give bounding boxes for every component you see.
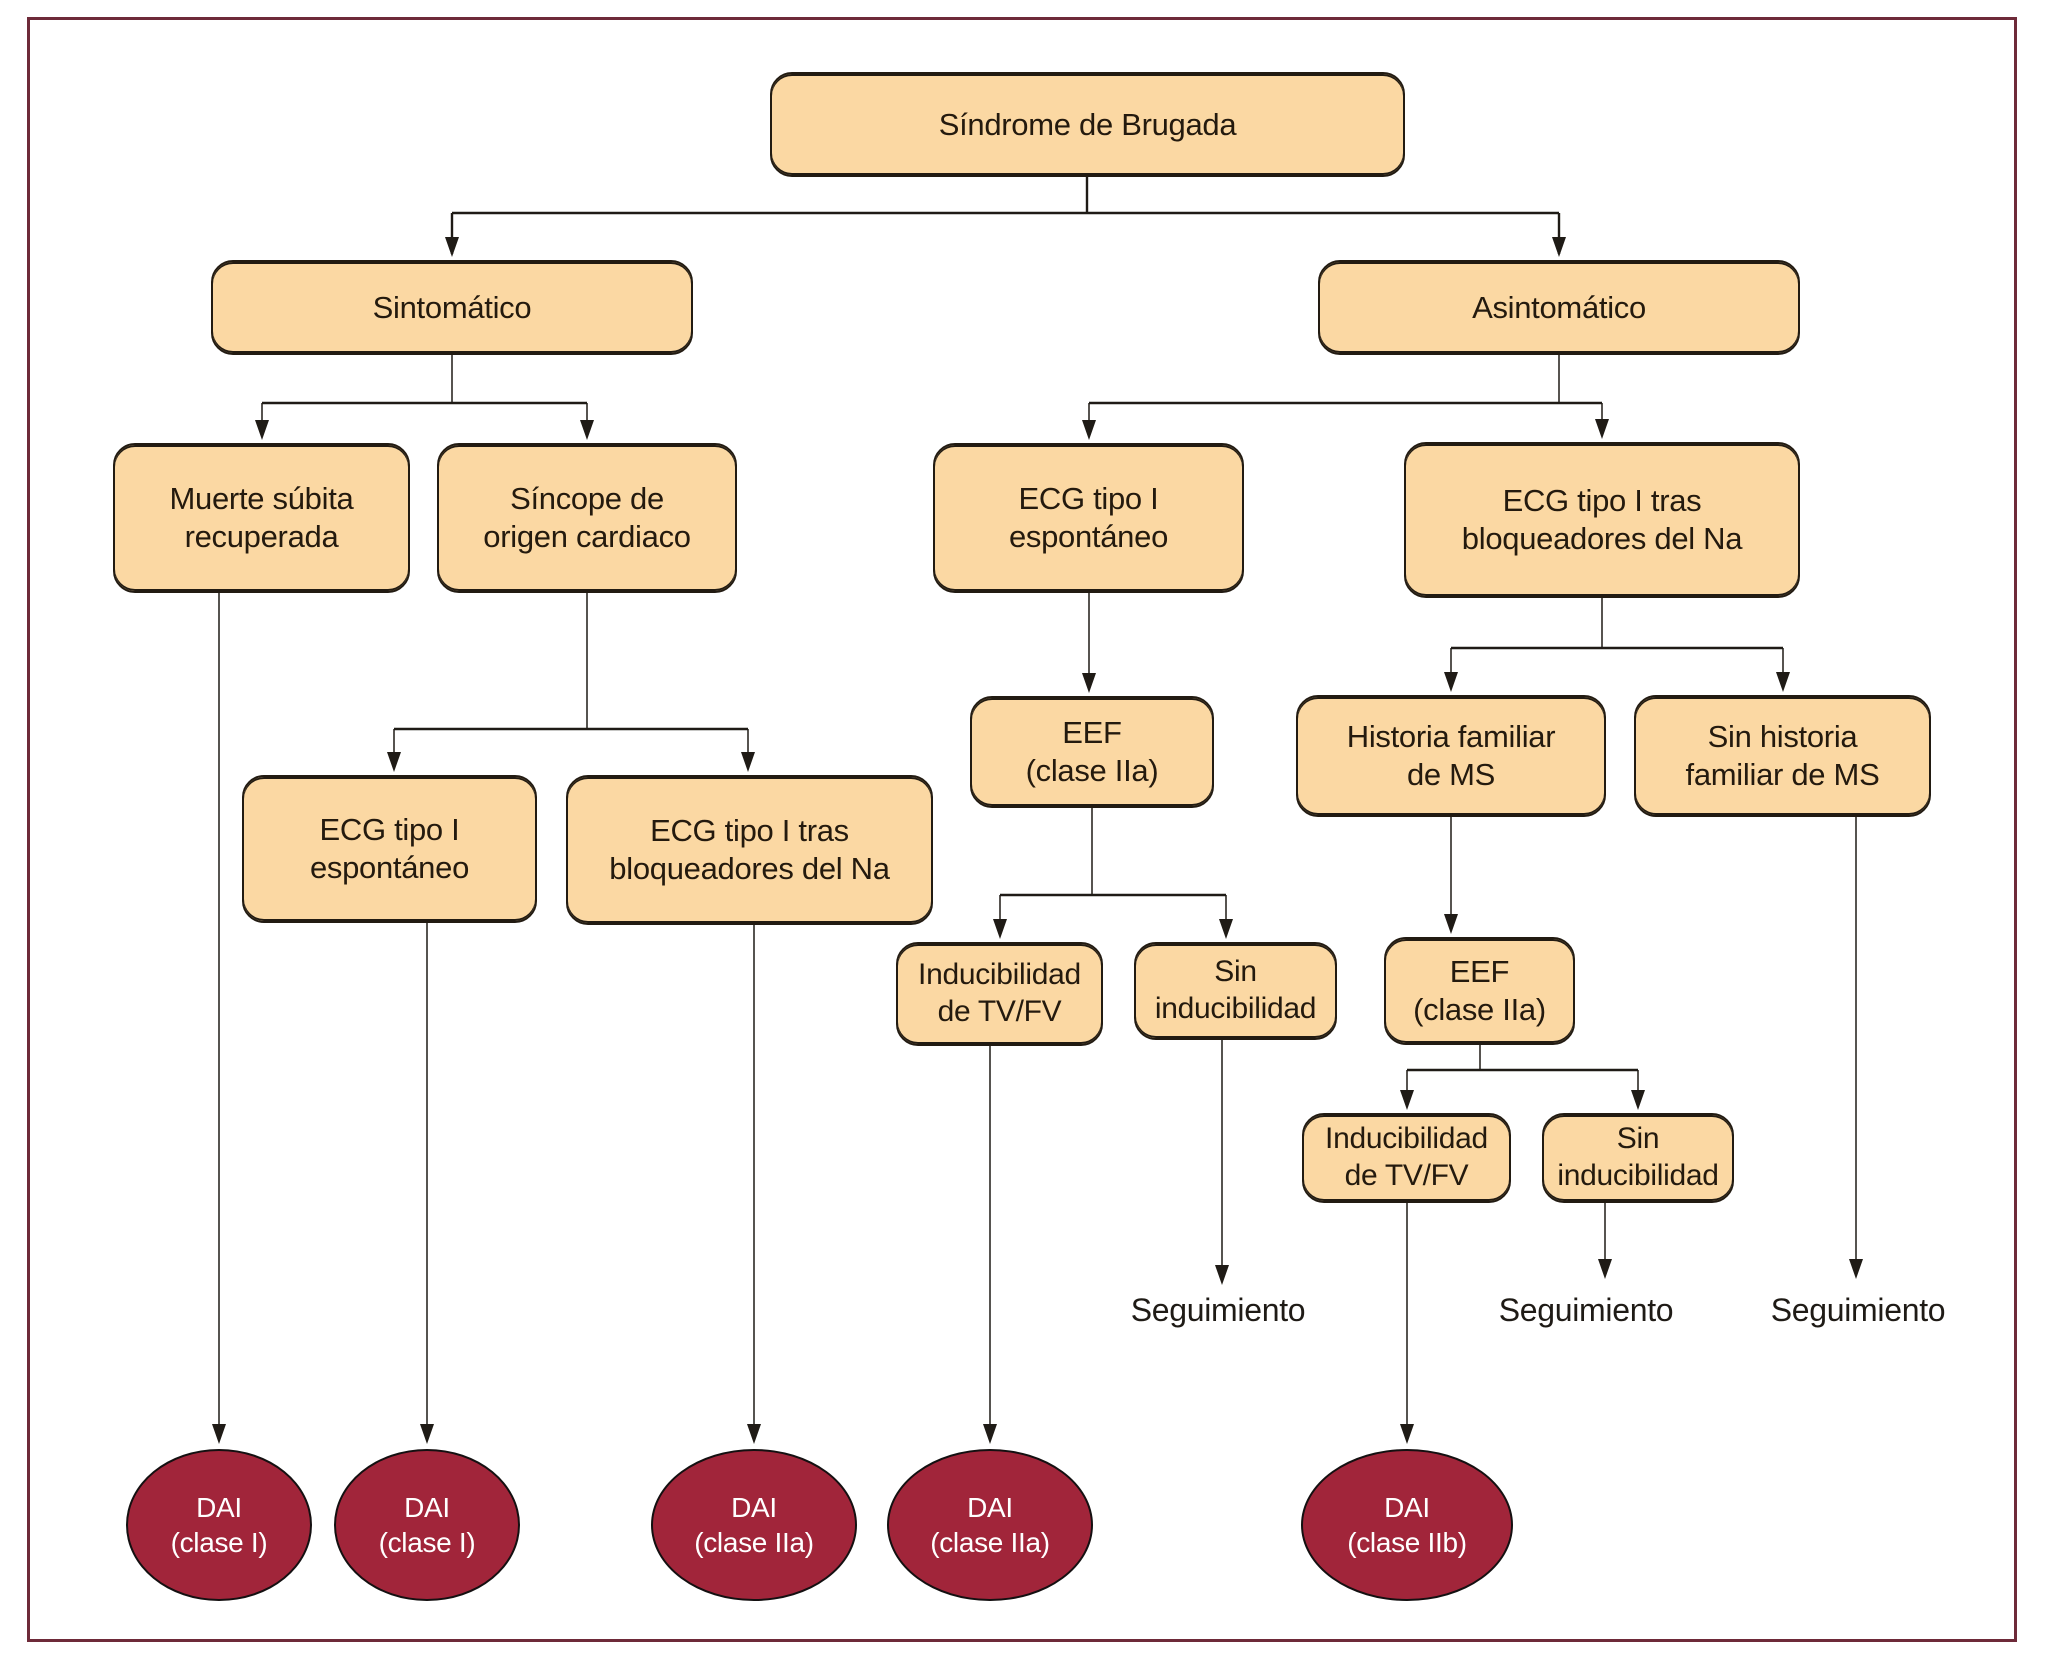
outcome-label: DAI (clase I) <box>378 1492 476 1558</box>
outcome-dai-clase2b: DAI (clase IIb) <box>1301 1449 1513 1601</box>
outcome-dai-clase2a-a: DAI (clase IIa) <box>651 1449 857 1601</box>
outcome-dai-clase1-b: DAI (clase I) <box>334 1449 520 1601</box>
node-asintomatico: Asintomático <box>1318 260 1800 355</box>
node-label: Síncope de origen cardiaco <box>483 481 691 554</box>
outcome-label: DAI (clase IIa) <box>930 1492 1050 1558</box>
node-label: Historia familiar de MS <box>1346 719 1556 792</box>
node-label: Sin inducibilidad <box>1154 955 1317 1025</box>
node-inducibilidad-tvfv-2: Inducibilidad de TV/FV <box>1302 1113 1511 1203</box>
node-sindrome-de-brugada: Síndrome de Brugada <box>770 72 1405 177</box>
node-eef-clase2a-1: EEF (clase IIa) <box>970 696 1214 808</box>
node-sin-inducibilidad-2: Sin inducibilidad <box>1542 1113 1734 1203</box>
node-ecg-tipo1-bloqueadores-izquierda: ECG tipo I tras bloqueadores del Na <box>566 775 933 925</box>
connector-sintomatico-branches <box>255 355 594 440</box>
outcome-label: DAI (clase I) <box>170 1492 268 1558</box>
node-label: ECG tipo I espontáneo <box>309 812 470 885</box>
node-label: Sin historia familiar de MS <box>1685 719 1880 792</box>
connector-asintomatico-branches <box>1082 355 1609 440</box>
node-ecg-tipo1-espontaneo-izquierda: ECG tipo I espontáneo <box>242 775 537 923</box>
node-label: EEF (clase IIa) <box>1413 954 1546 1027</box>
outcome-label: DAI (clase IIb) <box>1347 1492 1467 1558</box>
node-label: Inducibilidad de TV/FV <box>918 958 1081 1028</box>
connector-long-arrows-dai <box>212 593 1414 1444</box>
node-label: Inducibilidad de TV/FV <box>1325 1122 1488 1192</box>
outcome-dai-clase1-a: DAI (clase I) <box>126 1449 312 1601</box>
connector-ecgtras-branches <box>1444 598 1790 692</box>
node-label: Sin inducibilidad <box>1557 1122 1719 1192</box>
node-historia-familiar-ms: Historia familiar de MS <box>1296 695 1606 817</box>
node-sin-historia-familiar-ms: Sin historia familiar de MS <box>1634 695 1931 817</box>
node-label: ECG tipo I tras bloqueadores del Na <box>1461 483 1743 556</box>
connector-eef1-branches <box>993 808 1233 939</box>
node-ecg-tipo1-espontaneo-derecha: ECG tipo I espontáneo <box>933 443 1244 593</box>
node-ecg-tipo1-bloqueadores-derecha: ECG tipo I tras bloqueadores del Na <box>1404 442 1800 598</box>
node-sincope-origen-cardiaco: Síncope de origen cardiaco <box>437 443 737 593</box>
node-label: ECG tipo I tras bloqueadores del Na <box>609 813 890 886</box>
followup-seguimiento-1: Seguimiento <box>1098 1292 1338 1329</box>
connector-arrows-seguimiento <box>1215 817 1863 1285</box>
node-muerte-subita-recuperada: Muerte súbita recuperada <box>113 443 410 593</box>
node-sin-inducibilidad-1: Sin inducibilidad <box>1134 942 1337 1040</box>
connector-eef2-branches <box>1400 1045 1645 1110</box>
node-eef-clase2a-2: EEF (clase IIa) <box>1384 937 1575 1045</box>
node-label: ECG tipo I espontáneo <box>1008 481 1169 554</box>
connector-sincope-branches <box>387 593 755 772</box>
node-label: Síndrome de Brugada <box>938 106 1237 142</box>
followup-seguimiento-2: Seguimiento <box>1466 1292 1706 1329</box>
node-label: Asintomático <box>1472 289 1646 325</box>
followup-label: Seguimiento <box>1498 1292 1674 1328</box>
outcome-dai-clase2a-b: DAI (clase IIa) <box>887 1449 1093 1601</box>
followup-label: Seguimiento <box>1130 1292 1306 1328</box>
connector-sindrome-branches <box>445 177 1566 257</box>
node-inducibilidad-tvfv-1: Inducibilidad de TV/FV <box>896 942 1103 1046</box>
node-label: Sintomático <box>372 289 532 325</box>
followup-label: Seguimiento <box>1770 1292 1946 1328</box>
node-label: EEF (clase IIa) <box>1025 715 1159 788</box>
followup-seguimiento-3: Seguimiento <box>1738 1292 1978 1329</box>
outcome-label: DAI (clase IIa) <box>694 1492 814 1558</box>
node-sintomatico: Sintomático <box>211 260 693 355</box>
node-label: Muerte súbita recuperada <box>169 481 354 554</box>
